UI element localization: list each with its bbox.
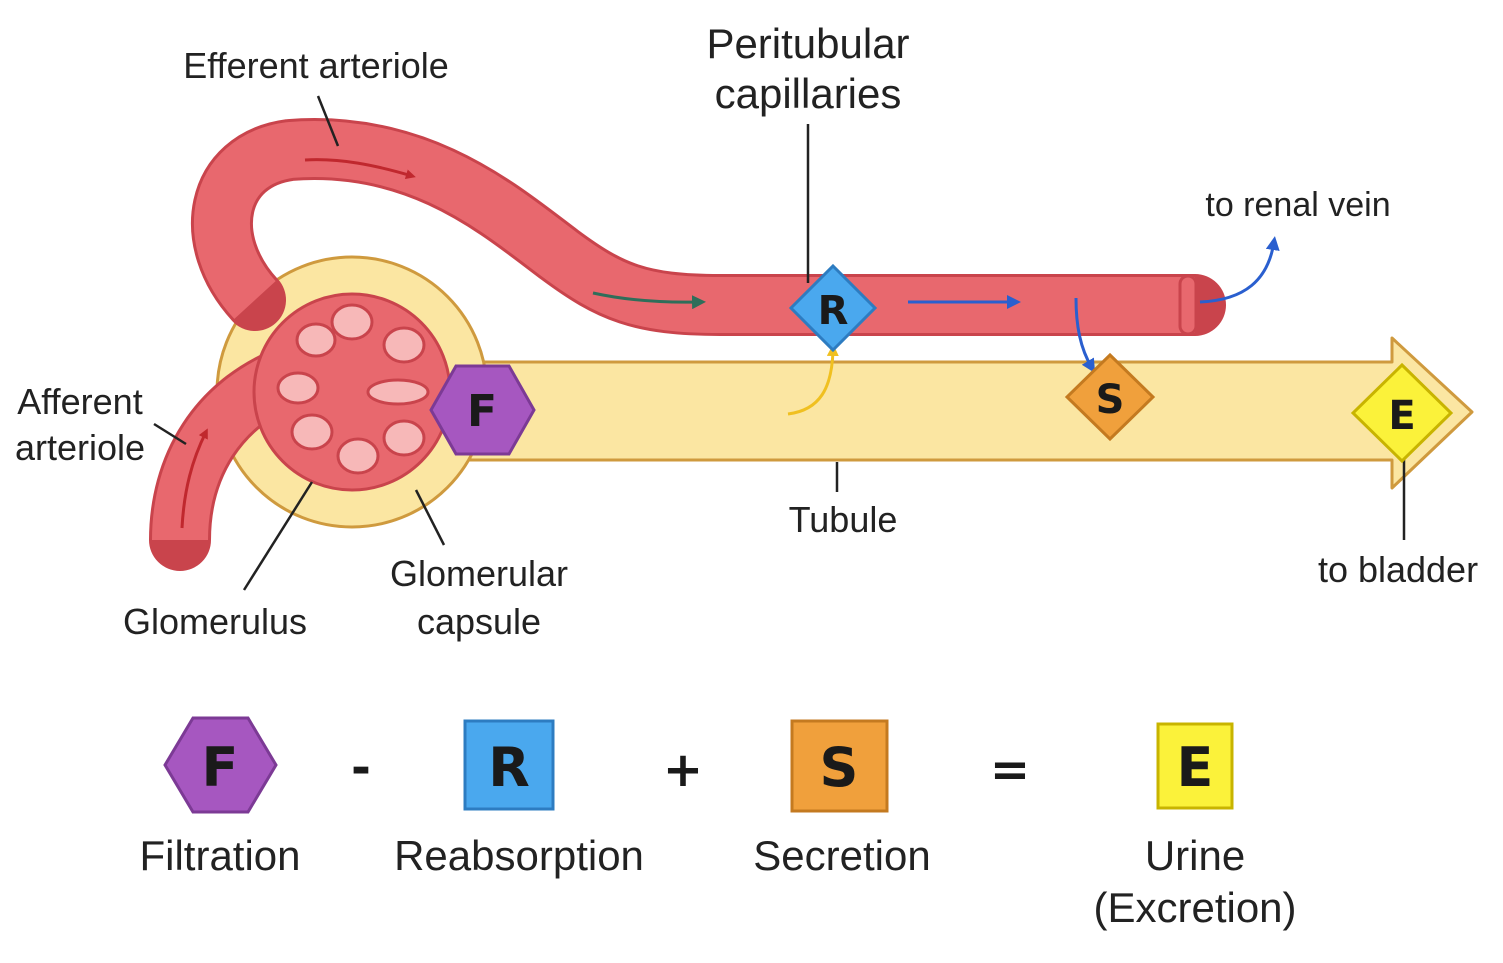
efferent-arteriole-label: Efferent arteriole xyxy=(183,45,448,86)
glomerulus xyxy=(252,292,452,492)
svg-text:R: R xyxy=(818,288,849,334)
secretion-label: Secretion xyxy=(753,832,930,879)
svg-text:E: E xyxy=(1388,393,1415,439)
urine-label-line2: (Excretion) xyxy=(1093,884,1296,931)
svg-text:F: F xyxy=(202,736,239,799)
svg-text:S: S xyxy=(1096,377,1125,423)
reabsorption-marker: R xyxy=(788,263,878,353)
equation-plus: + xyxy=(663,742,703,798)
peritubular-label-line2: capillaries xyxy=(715,70,902,117)
capsule-leader xyxy=(414,489,446,546)
tubule-label: Tubule xyxy=(789,499,898,540)
capsule-label-line2: capsule xyxy=(417,601,541,642)
equation-secretion-icon: S xyxy=(790,719,889,813)
renal-vein-arrow xyxy=(1199,236,1280,304)
equation: F - R + S = E Filtration Reabsorption Se… xyxy=(139,716,1297,931)
secretion-arrow xyxy=(1074,297,1096,374)
afferent-label-line1: Afferent xyxy=(17,381,142,422)
svg-text:R: R xyxy=(488,736,530,799)
peritubular-label-line1: Peritubular xyxy=(706,20,909,67)
tubule xyxy=(468,336,1474,490)
svg-text:E: E xyxy=(1177,736,1214,799)
equation-excretion-icon: E xyxy=(1156,722,1234,810)
afferent-flow-arrow xyxy=(180,428,208,529)
equation-minus: - xyxy=(351,740,371,796)
afferent-leader xyxy=(153,422,187,446)
equation-reabsorption-icon: R xyxy=(463,719,555,811)
urine-label-line1: Urine xyxy=(1145,832,1245,879)
excretion-marker: E xyxy=(1350,362,1454,464)
equation-equals: = xyxy=(990,742,1030,798)
to-renal-vein-label: to renal vein xyxy=(1205,186,1390,224)
reabsorption-arrow xyxy=(787,344,839,416)
afferent-label-line2: arteriole xyxy=(15,427,145,468)
svg-text:F: F xyxy=(467,386,497,437)
efferent-leader xyxy=(316,95,340,147)
reabsorption-label: Reabsorption xyxy=(394,832,644,879)
glomerulus-label: Glomerulus xyxy=(123,601,307,642)
capsule-label-line1: Glomerular xyxy=(390,553,568,594)
glomerulus-leader xyxy=(242,481,314,591)
secretion-marker: S xyxy=(1064,352,1156,442)
svg-text:S: S xyxy=(820,736,859,799)
filtration-marker: F xyxy=(429,364,536,456)
filtration-label: Filtration xyxy=(139,832,300,879)
efferent-flow-arrow xyxy=(304,158,416,180)
capillary-flow-arrow xyxy=(592,291,706,310)
equation-filtration-icon: F xyxy=(163,716,278,814)
to-bladder-label: to bladder xyxy=(1318,549,1478,590)
